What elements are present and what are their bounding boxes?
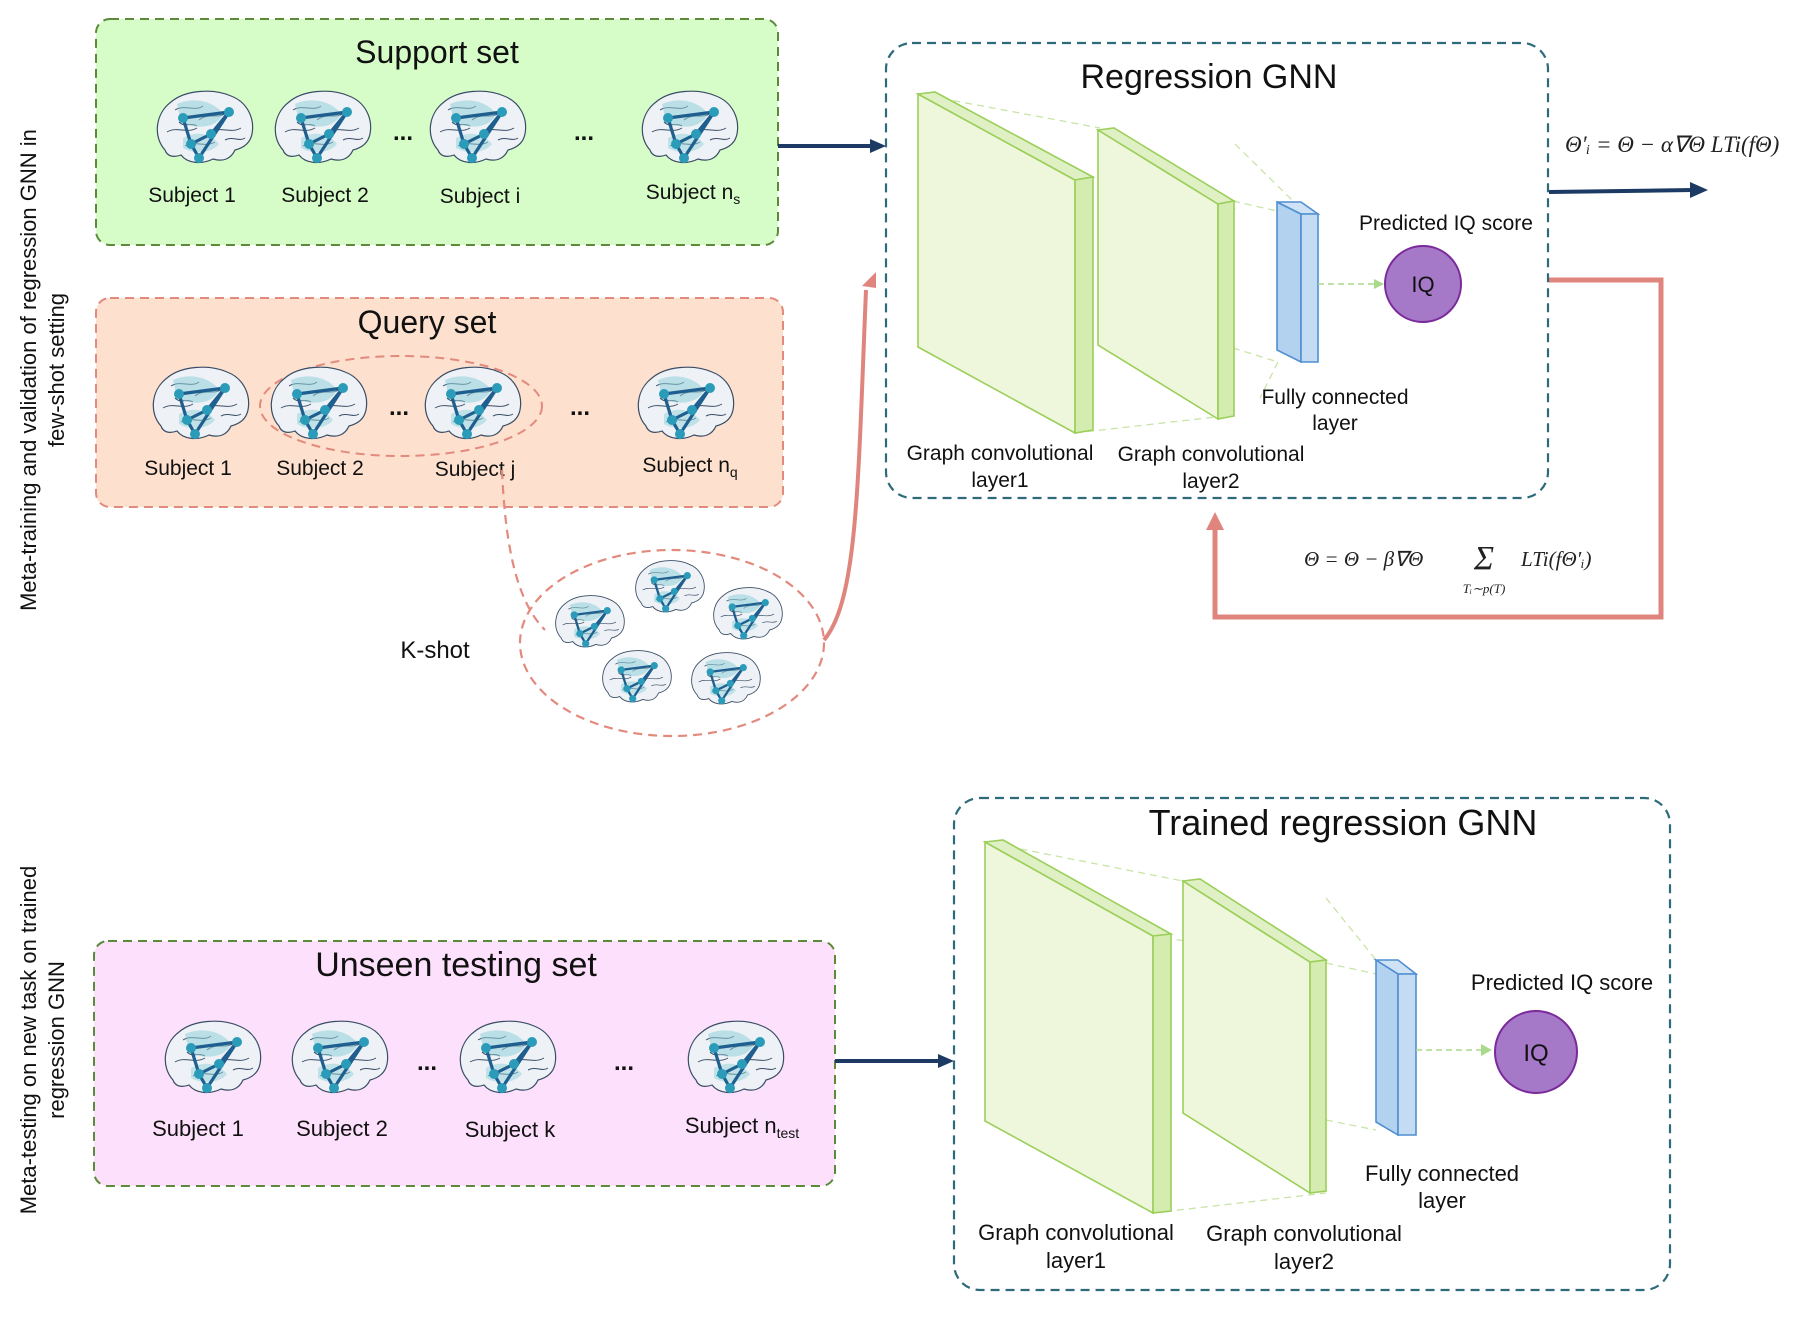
fc-layer-label-line2: layer bbox=[1312, 412, 1358, 435]
query-set-panel: Query set ... ... Subject 1 Subject 2 Su… bbox=[95, 297, 784, 508]
brain-network-icon bbox=[601, 649, 673, 704]
ellipsis: ... bbox=[389, 394, 409, 421]
subject-label: Subject 1 bbox=[148, 184, 236, 207]
fc-layer-label-line1: Fully connected bbox=[1261, 386, 1408, 409]
testing-to-trained-gnn-arrow bbox=[835, 1054, 954, 1068]
brain-network-icon bbox=[634, 559, 706, 614]
trained-gnn-panel: Trained regression GNN P bbox=[952, 796, 1672, 1292]
subject-label: Subject 2 bbox=[281, 184, 369, 207]
subject-label: Subject 1 bbox=[152, 1116, 244, 1141]
iq-output-label: IQ bbox=[1523, 1040, 1548, 1067]
brain-network-icon bbox=[690, 651, 762, 706]
support-to-gnn-arrow bbox=[778, 139, 886, 153]
layer2-label-line2: layer2 bbox=[1274, 1249, 1334, 1274]
brain-network-icon bbox=[554, 594, 626, 649]
layer1-label-line1: Graph convolutional bbox=[978, 1220, 1174, 1245]
meta-update-sub: Tᵢ∼p(T) bbox=[1463, 581, 1506, 596]
predicted-iq-label: Predicted IQ score bbox=[1471, 970, 1653, 995]
fully-connected-layer bbox=[1276, 200, 1321, 364]
regression-gnn-panel: Regression GNN bbox=[884, 41, 1550, 500]
layer1-label-line1: Graph convolutional bbox=[907, 442, 1094, 465]
side-label-bottom-line2: regression GNN bbox=[44, 961, 69, 1119]
layer2-label-line2: layer2 bbox=[1182, 470, 1239, 493]
support-set-panel: Support set ... ... Subject 1 Subject 2 … bbox=[95, 18, 779, 246]
graph-conv-layer2 bbox=[1095, 127, 1237, 421]
subject-label: Subject k bbox=[465, 1117, 556, 1142]
layer1-label-line2: layer1 bbox=[1046, 1248, 1106, 1273]
subject-label: Subject nq bbox=[642, 454, 737, 480]
ellipsis: ... bbox=[570, 394, 590, 421]
meta-update-equation: Θ = Θ − β∇Θ Σ Tᵢ∼p(T) LTi(fΘ′ᵢ) bbox=[1304, 540, 1592, 596]
kshot-to-gnn-arrow bbox=[822, 272, 876, 642]
iq-output-label: IQ bbox=[1411, 272, 1434, 297]
meta-update-sum: Σ bbox=[1473, 540, 1494, 577]
layer1-label-line2: layer1 bbox=[971, 469, 1028, 492]
subject-label: Subject ns bbox=[646, 181, 741, 207]
fc-to-output-arrow bbox=[1416, 1044, 1492, 1056]
fully-connected-layer bbox=[1373, 958, 1419, 1137]
ellipsis: ... bbox=[393, 119, 413, 146]
side-label-top-line1: Meta-training and validation of regressi… bbox=[16, 129, 41, 611]
ellipsis: ... bbox=[574, 119, 594, 146]
predicted-iq-label: Predicted IQ score bbox=[1359, 212, 1533, 235]
ellipsis: ... bbox=[614, 1049, 634, 1076]
side-label-bottom-line1: Meta-testing on new task on trained bbox=[16, 866, 41, 1215]
meta-update-loop-arrow bbox=[1206, 277, 1664, 620]
kshot-selection-ellipse bbox=[259, 355, 543, 457]
ellipsis: ... bbox=[417, 1049, 437, 1076]
subject-label: Subject 2 bbox=[296, 1116, 388, 1141]
subject-label: Subject 2 bbox=[276, 457, 364, 480]
iq-output-node bbox=[1494, 1010, 1578, 1094]
subject-label: Subject 1 bbox=[144, 457, 232, 480]
query-set-title: Query set bbox=[358, 304, 497, 340]
layer2-label-line1: Graph convolutional bbox=[1206, 1221, 1402, 1246]
side-label-top-line2: few-shot setting bbox=[44, 293, 69, 447]
kshot-label: K-shot bbox=[400, 637, 470, 664]
trained-gnn-title: Trained regression GNN bbox=[1149, 802, 1538, 843]
meta-update-lhs: Θ = Θ − β∇Θ bbox=[1304, 547, 1423, 571]
fc-to-output-arrow bbox=[1318, 279, 1384, 289]
fc-layer-label-line2: layer bbox=[1418, 1188, 1466, 1213]
regression-gnn-title: Regression GNN bbox=[1081, 58, 1338, 96]
inner-update-equation: Θ′ᵢ = Θ − α∇Θ LTi(fΘ) bbox=[1565, 132, 1779, 157]
support-set-title: Support set bbox=[355, 34, 519, 70]
subject-label: Subject ntest bbox=[685, 1113, 799, 1141]
brain-network-icon bbox=[712, 586, 784, 641]
kshot-ellipse bbox=[518, 548, 826, 738]
kshot-group: K-shot bbox=[400, 469, 826, 738]
kshot-connector bbox=[500, 469, 546, 631]
graph-conv-layer1 bbox=[982, 839, 1174, 1215]
testing-set-panel: Unseen testing set ... ... Subject 1 Sub… bbox=[93, 940, 836, 1187]
iq-output-node bbox=[1384, 245, 1462, 323]
graph-conv-layer1 bbox=[915, 91, 1096, 435]
graph-conv-layer2 bbox=[1180, 878, 1329, 1195]
subject-label: Subject i bbox=[440, 185, 521, 208]
inner-update-arrow bbox=[1548, 182, 1708, 198]
testing-set-title: Unseen testing set bbox=[315, 946, 597, 984]
fc-layer-label-line1: Fully connected bbox=[1365, 1161, 1519, 1186]
subject-label: Subject j bbox=[435, 458, 516, 481]
layer2-label-line1: Graph convolutional bbox=[1118, 443, 1305, 466]
meta-update-rhs: LTi(fΘ′ᵢ) bbox=[1520, 547, 1592, 571]
